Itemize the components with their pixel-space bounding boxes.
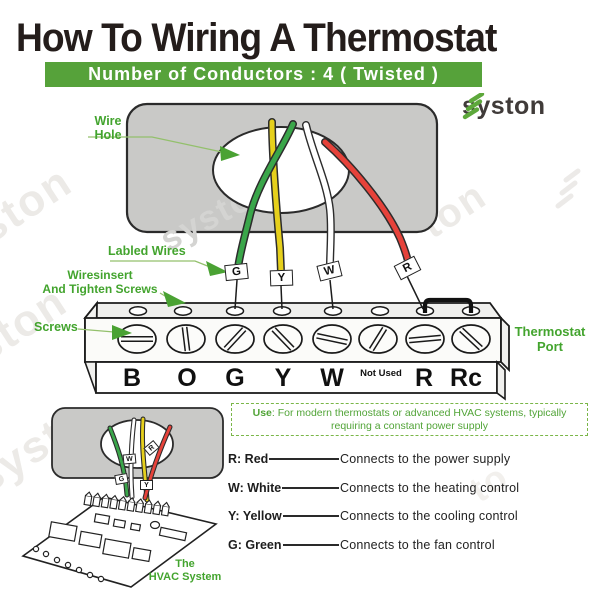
board-terminal-strip xyxy=(83,491,170,517)
jumper-wire xyxy=(422,297,474,313)
wire-red xyxy=(321,138,413,270)
legend-desc: Connects to the fan control xyxy=(340,538,495,552)
wire-tag-y-small: Y xyxy=(140,480,153,490)
brand-logo: syston xyxy=(462,93,546,120)
legend-key: Y: Yellow xyxy=(228,509,282,523)
wire-tag-y: Y xyxy=(269,269,294,287)
legend-key: W: White xyxy=(228,481,282,495)
terminal-label-b: B xyxy=(122,364,142,392)
wire-tag-g: G xyxy=(224,262,249,282)
terminal-label-not-used: Not Used xyxy=(360,368,402,379)
terminal-block xyxy=(83,275,510,401)
terminal-label-rc: Rc xyxy=(450,364,482,392)
wire-tag-w-small: W xyxy=(122,453,137,465)
legend-dash xyxy=(282,544,339,546)
legend-dash xyxy=(282,487,339,489)
legend-key: R: Red xyxy=(228,452,269,466)
terminal-label-o: O xyxy=(177,364,197,392)
labled-wires-label: Labled Wires xyxy=(108,244,186,258)
legend-row-white: W: White Connects to the heating control xyxy=(228,480,590,496)
legend-desc: Connects to the heating control xyxy=(340,481,520,495)
legend-desc: Connects to the cooling control xyxy=(340,509,518,523)
use-note: Use: For modern thermostats or advanced … xyxy=(231,403,588,436)
page-title: How To Wiring A Thermostat xyxy=(16,16,497,60)
wire-green xyxy=(234,120,297,272)
legend-row-green: G: Green Connects to the fan control xyxy=(228,537,590,553)
wire-white xyxy=(302,121,335,270)
legend-key: G: Green xyxy=(228,538,282,552)
terminal-label-band xyxy=(95,361,498,394)
board-components xyxy=(32,513,188,583)
use-note-text: : For modern thermostats or advanced HVA… xyxy=(271,407,567,432)
wires-insert-arrow-icon xyxy=(163,291,186,307)
screw-slots xyxy=(121,326,483,352)
legend-row-yellow: Y: Yellow Connects to the cooling contro… xyxy=(228,508,590,524)
legend-desc: Connects to the power supply xyxy=(340,452,511,466)
callout-arrowheads xyxy=(112,146,240,340)
conductors-banner: Number of Conductors : 4 ( Twisted ) xyxy=(45,62,482,87)
wires-insert-label: Wiresinsert And Tighten Screws xyxy=(42,268,158,296)
thermostat-port-label: Thermostat Port xyxy=(514,324,586,354)
legend-dash xyxy=(282,515,339,517)
hvac-system-label: The HVAC System xyxy=(148,558,222,583)
terminal-label-y: Y xyxy=(274,364,292,392)
wires xyxy=(234,118,413,276)
wire-yellow xyxy=(268,118,285,276)
terminal-label-w: W xyxy=(320,364,344,392)
screws-arrow-icon xyxy=(112,325,132,340)
terminal-label-r: R xyxy=(414,364,434,392)
wire-leads xyxy=(234,275,424,310)
screws-label: Screws xyxy=(34,320,78,334)
watermark-chevron-icon xyxy=(555,168,581,209)
legend-dash xyxy=(269,458,339,460)
legend-row-red: R: Red Connects to the power supply xyxy=(228,451,590,467)
use-note-label: Use xyxy=(252,407,272,419)
labled-wires-arrow-icon xyxy=(206,261,228,276)
wire-hole-arrow-icon xyxy=(220,146,240,161)
brand-chevron-icon xyxy=(462,93,485,120)
wire-hole-label: Wire Hole xyxy=(94,114,122,142)
wire-insert-holes xyxy=(128,306,481,316)
terminal-label-g: G xyxy=(225,364,245,392)
